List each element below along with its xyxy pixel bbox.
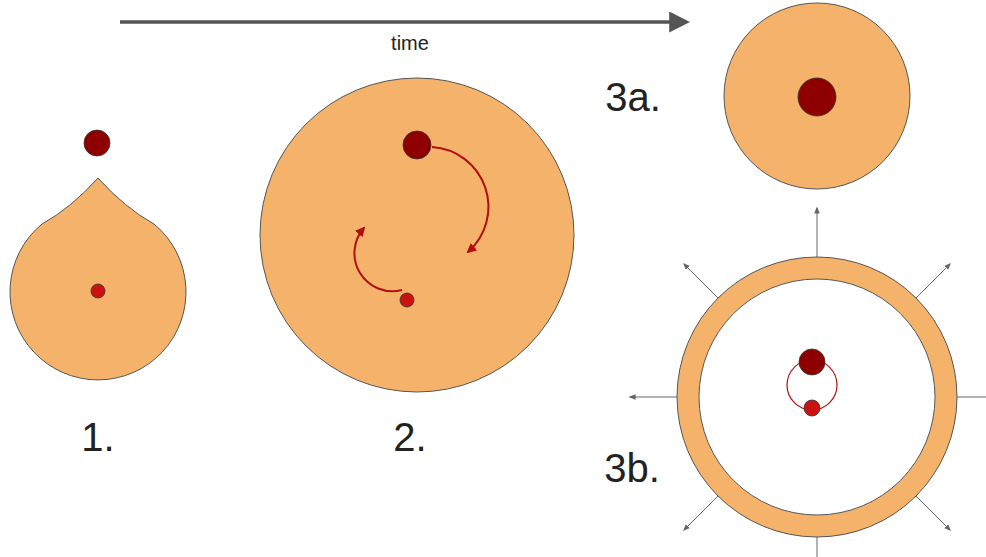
shell-inner-edge [699, 279, 935, 515]
core-star [799, 349, 825, 375]
time-arrow [120, 20, 686, 24]
stage-number: 3b. [604, 448, 660, 488]
merged-core [798, 78, 836, 116]
stage-number: 2. [393, 417, 426, 457]
shell-outer-edge [677, 257, 957, 537]
merged-envelope [724, 3, 910, 189]
companion-star [400, 293, 414, 307]
envelope-teardrop [10, 178, 186, 380]
common-envelope [260, 78, 574, 392]
companion-star [91, 284, 105, 298]
ejection-arrows [630, 208, 986, 557]
orbit-arrow [432, 147, 488, 252]
axis-label: time [391, 33, 429, 53]
ejected-shell [688, 268, 946, 526]
core-star [84, 130, 110, 156]
core-star [403, 131, 431, 159]
orbit-arrow [354, 228, 402, 291]
stage-number: 1. [81, 417, 114, 457]
stage-number: 3a. [605, 77, 661, 117]
companion-star [804, 400, 820, 416]
